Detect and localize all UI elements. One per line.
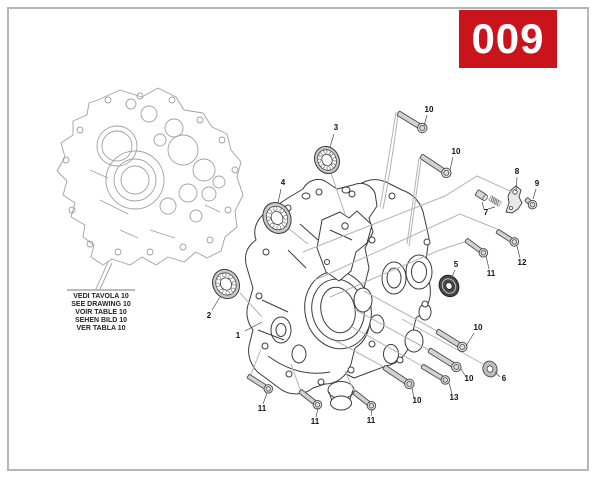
bearing-part <box>262 202 292 234</box>
label-leader <box>485 255 490 270</box>
leader-line <box>329 240 468 298</box>
label-leader <box>516 245 521 259</box>
reference-bolt-holes <box>62 92 239 256</box>
bearing-part <box>314 145 340 175</box>
leader-line <box>287 227 309 245</box>
bolt-part <box>464 238 489 258</box>
part-label-11: 11 <box>258 404 267 413</box>
leader-line <box>353 308 430 351</box>
alignment-chain-line <box>408 159 422 247</box>
part-label-1: 1 <box>236 331 241 340</box>
part-label-10: 10 <box>413 396 422 405</box>
bolt-part <box>382 364 415 390</box>
part-label-8: 8 <box>515 167 520 176</box>
label-leader <box>460 368 467 378</box>
note-line: VEDI TAVOLA 10 <box>73 293 129 300</box>
leader-line <box>401 318 484 365</box>
label-leader <box>262 392 268 405</box>
label-leader <box>487 206 496 210</box>
label-leader <box>211 296 221 311</box>
alignment-chain-line <box>379 111 397 208</box>
part-label-10: 10 <box>465 374 474 383</box>
reference-drawing <box>56 87 244 291</box>
bolt-part <box>427 347 462 373</box>
label-leader <box>515 176 518 192</box>
part-label-2: 2 <box>207 311 212 320</box>
part-label-6: 6 <box>502 374 507 383</box>
part-label-7: 7 <box>484 208 489 217</box>
part-label-11: 11 <box>487 269 496 278</box>
label-leader <box>277 188 282 204</box>
part-label-5: 5 <box>454 260 459 269</box>
label-leader <box>532 188 537 200</box>
label-leader <box>481 201 485 210</box>
label-leader <box>423 114 428 127</box>
washer-part <box>482 360 498 378</box>
label-leader <box>494 371 501 378</box>
part-label-10: 10 <box>474 323 483 332</box>
case-bolt-holes <box>255 188 376 386</box>
part-label-10: 10 <box>452 147 461 156</box>
part-label-3: 3 <box>334 123 339 132</box>
leader-line <box>363 290 438 332</box>
leader-line <box>290 363 302 393</box>
note-line: VOIR TABLE 10 <box>75 309 127 316</box>
seal-part <box>438 274 460 298</box>
note-line: VER TABLA 10 <box>76 325 126 332</box>
leader-line <box>239 292 263 318</box>
leader-line <box>302 175 513 253</box>
bolt-part <box>495 229 520 247</box>
bolt-part <box>420 364 451 385</box>
bolt-part <box>298 389 323 410</box>
label-leader <box>448 382 453 395</box>
bolt-part <box>246 374 274 394</box>
label-leader <box>411 387 415 399</box>
page-border <box>7 7 589 471</box>
label-leader <box>329 133 335 148</box>
spring-7 <box>488 195 502 207</box>
note-line: SEHEN BILD 10 <box>74 317 128 324</box>
leader-line <box>335 340 385 368</box>
part-label-12: 12 <box>518 258 527 267</box>
alignment-chain-line <box>382 113 399 210</box>
label-leader <box>315 407 319 418</box>
label-leader <box>370 408 373 417</box>
part-label-11: 11 <box>311 417 320 426</box>
label-leader <box>449 156 454 171</box>
part-label-10: 10 <box>425 105 434 114</box>
bolt-part <box>396 110 428 134</box>
leader-line <box>351 326 423 367</box>
bolt-part <box>524 197 538 210</box>
bearing-part <box>212 268 240 300</box>
bolt-part <box>435 328 468 353</box>
part-label-4: 4 <box>281 178 286 187</box>
leader-line <box>330 172 346 215</box>
alignment-chain-line <box>406 157 420 245</box>
bolt-part <box>352 390 377 411</box>
note-line: SEE DRAWING 10 <box>71 301 131 308</box>
page-number-badge: 009 <box>459 10 557 68</box>
part-label-11: 11 <box>367 416 376 425</box>
pin-7 <box>474 189 488 201</box>
leader-line <box>249 348 262 378</box>
leader-line <box>314 213 498 281</box>
page-number: 009 <box>471 15 545 62</box>
label-leader <box>244 321 263 332</box>
part-label-9: 9 <box>535 179 540 188</box>
bolt-part <box>419 153 452 179</box>
leader-line <box>344 370 356 394</box>
label-leader <box>465 332 475 347</box>
label-leader <box>450 269 456 280</box>
part-label-13: 13 <box>450 393 459 402</box>
